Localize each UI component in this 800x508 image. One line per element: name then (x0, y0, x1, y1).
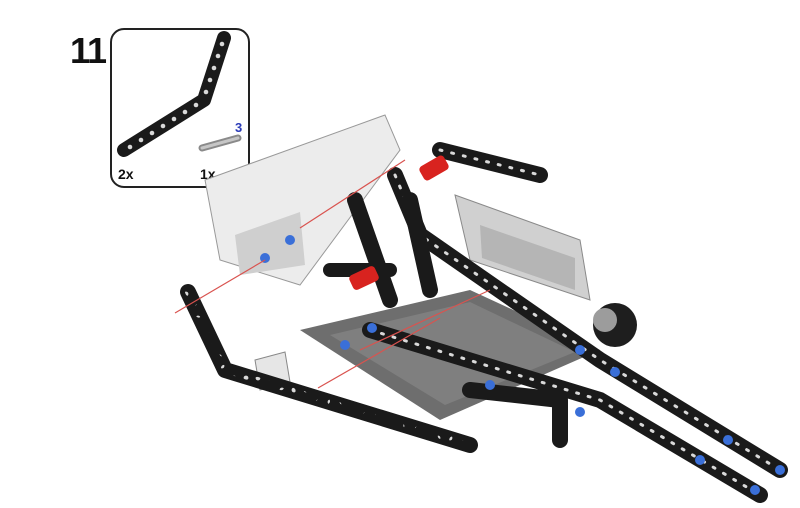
bent-liftarm-quantity: 2x (118, 166, 134, 182)
bent-liftarm-part (117, 31, 231, 157)
middle-vertical-beams (323, 192, 438, 308)
parts-callout: 3 2x 1x (110, 28, 250, 188)
left-long-beam (180, 284, 478, 453)
model-assembly-illustration (174, 114, 788, 503)
red-connector-top (419, 155, 449, 181)
rear-beam (462, 382, 568, 448)
lower-long-beam (362, 322, 768, 503)
blue-pins (260, 235, 785, 495)
axle-part (198, 134, 242, 152)
step-number: 11 (70, 30, 107, 71)
axle-length-label: 3 (235, 120, 243, 135)
parts-illustration (117, 31, 242, 157)
red-connector-middle (349, 266, 379, 290)
assembly-arrows (174, 159, 491, 389)
top-beam (432, 142, 548, 183)
